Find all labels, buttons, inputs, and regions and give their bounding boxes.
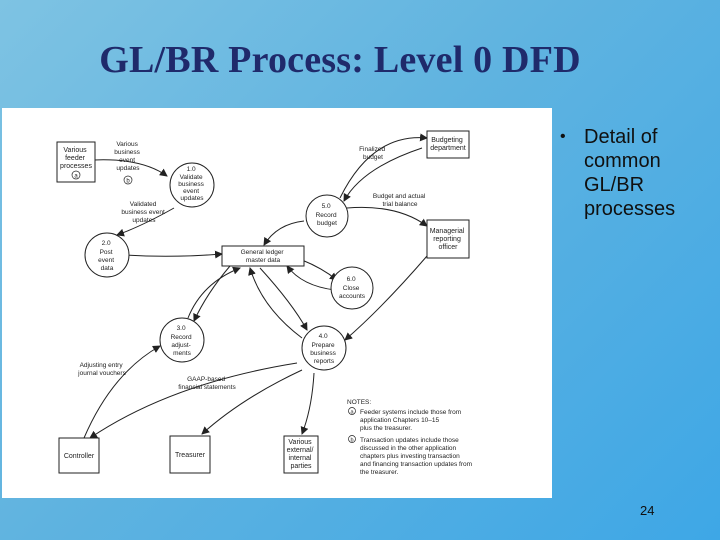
flow-reports-to-controller bbox=[89, 362, 298, 439]
process-4: 4.0 Prepare business reports bbox=[301, 325, 347, 371]
flow-record-budget-to-store bbox=[263, 220, 305, 246]
data-flows bbox=[83, 133, 428, 439]
notes-a-marker: a bbox=[350, 410, 354, 416]
notes-a-text: Feeder systems include those from applic… bbox=[360, 409, 463, 432]
flow-reports-to-parties bbox=[300, 372, 315, 435]
flow-budgeting-to-record-budget bbox=[343, 147, 423, 202]
flow-managerial-to-reports bbox=[344, 255, 428, 341]
page-number: 24 bbox=[640, 503, 655, 518]
entity-managerial-label: Managerial reporting officer bbox=[430, 228, 467, 251]
flow-record-budget-to-budgeting bbox=[339, 133, 428, 199]
process-6: 6.0 Close accounts bbox=[330, 266, 374, 310]
flow-label-gaap: GAAP-based financial statements bbox=[178, 376, 236, 391]
dfd-diagram: Various feeder processes a Budgeting dep… bbox=[2, 108, 552, 498]
notes-b-text: Transaction updates include those discus… bbox=[360, 437, 474, 476]
flow-store-to-reports bbox=[259, 267, 308, 331]
entity-controller: Controller bbox=[58, 437, 100, 474]
process-2: 2.0 Post event data bbox=[84, 232, 130, 278]
process-5-label: 5.0 Record budget bbox=[316, 203, 339, 227]
notes-b-marker: b bbox=[350, 438, 353, 444]
entity-feeder-label: Various feeder processes bbox=[60, 147, 92, 170]
process-3-label: 3.0 Record adjust- ments bbox=[171, 325, 194, 357]
flow-store-to-close bbox=[301, 259, 338, 281]
entity-various-parties-label: Various external/ internal parties bbox=[287, 439, 316, 470]
flow-post-to-store bbox=[123, 250, 223, 259]
entity-controller-label: Controller bbox=[64, 453, 95, 460]
flow-controller-to-adjust bbox=[83, 345, 161, 439]
dfd-canvas: Various feeder processes a Budgeting dep… bbox=[56, 130, 474, 476]
bullet-list: • Detail of common GL/BR processes bbox=[560, 125, 710, 221]
data-store-general-ledger: General ledger master data bbox=[221, 245, 305, 267]
process-6-label: 6.0 Close accounts bbox=[339, 276, 366, 300]
flow-store-to-adjust bbox=[193, 265, 231, 322]
flow-reports-to-treasurer bbox=[201, 369, 303, 435]
entity-treasurer-label: Treasurer bbox=[175, 452, 206, 459]
flow-label-adjusting: Adjusting entry journal vouchers bbox=[77, 362, 126, 377]
flow-validate-to-post bbox=[116, 207, 175, 237]
entity-managerial: Managerial reporting officer bbox=[426, 219, 470, 259]
process-1: 1.0 Validate business event updates bbox=[169, 162, 215, 208]
flow-adjust-to-store bbox=[187, 266, 241, 319]
flow-label-validated: Validated business event updates bbox=[121, 201, 166, 224]
slide-title: GL/BR Process: Level 0 DFD bbox=[99, 39, 581, 81]
entity-various-parties: Various external/ internal parties bbox=[283, 435, 319, 474]
process-3: 3.0 Record adjust- ments bbox=[159, 317, 205, 363]
notes-block: NOTES: a Feeder systems include those fr… bbox=[347, 399, 474, 476]
bullet-text: Detail of common GL/BR processes bbox=[584, 126, 676, 220]
process-5: 5.0 Record budget bbox=[305, 194, 349, 238]
flow-label-finalized-budget: Finalized budget bbox=[359, 146, 387, 161]
flow-reports-to-store bbox=[248, 267, 303, 339]
notes-title: NOTES: bbox=[347, 399, 371, 406]
entity-feeder: Various feeder processes a bbox=[56, 141, 96, 183]
entity-treasurer: Treasurer bbox=[169, 435, 211, 474]
flow-label-budget-actual: Budget and actual trial balance bbox=[373, 193, 427, 208]
bullet-marker: • bbox=[560, 128, 566, 145]
process-1-label: 1.0 Validate business event updates bbox=[178, 166, 205, 202]
flow-record-budget-to-managerial bbox=[346, 206, 428, 227]
data-store-label: General ledger master data bbox=[241, 249, 286, 264]
bullet-item: • Detail of common GL/BR processes bbox=[560, 125, 710, 221]
note-a-marker: a bbox=[74, 174, 78, 180]
entity-budgeting: Budgeting department bbox=[426, 130, 470, 159]
process-2-label: 2.0 Post event data bbox=[98, 240, 116, 272]
flow-close-to-store bbox=[286, 265, 336, 291]
entity-budgeting-label: Budgeting department bbox=[430, 137, 465, 152]
process-4-label: 4.0 Prepare business reports bbox=[310, 333, 337, 365]
note-b-marker: b bbox=[126, 179, 130, 185]
flow-feeder-to-validate bbox=[93, 159, 168, 177]
flow-label-event-updates: Various business event updates bbox=[114, 141, 141, 172]
